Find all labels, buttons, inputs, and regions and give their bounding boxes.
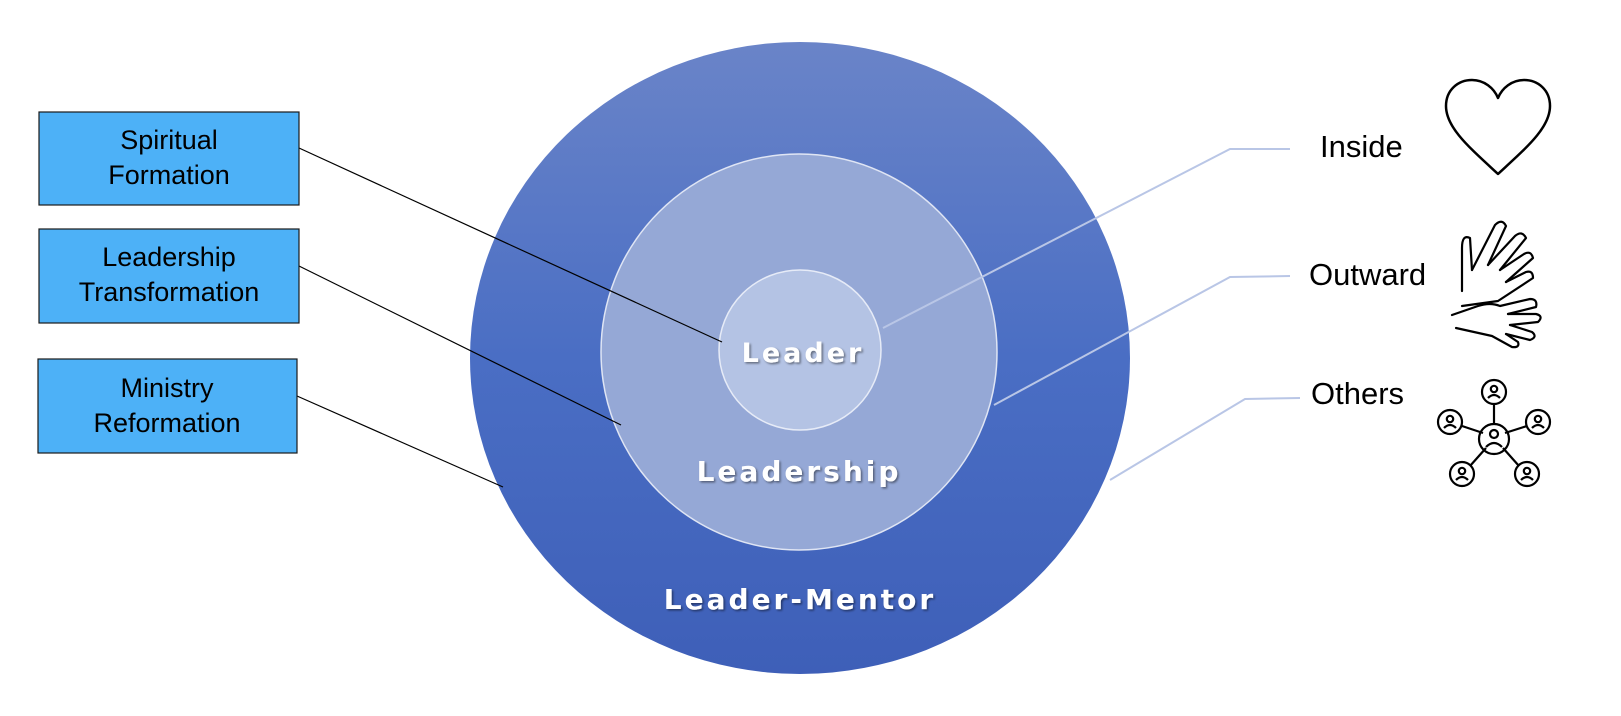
concentric-circles: Leader Leadership Leader-Mentor [470, 42, 1130, 674]
box-ministry-reformation-line1: Ministry [121, 373, 214, 403]
hands-icon [1450, 220, 1542, 349]
box-leadership-transformation: Leadership Transformation [38, 228, 300, 324]
right-connectors [882, 148, 1301, 481]
connector-others [1109, 397, 1301, 481]
connector-ministry-reformation [296, 395, 504, 488]
network-icon [1436, 378, 1552, 488]
label-inside: Inside [1320, 129, 1403, 164]
connector-outward [993, 275, 1291, 406]
left-connectors [296, 147, 723, 488]
heart-icon [1444, 78, 1552, 176]
label-others: Others [1311, 376, 1404, 411]
box-leadership-transformation-line2: Transformation [79, 277, 260, 307]
connector-spiritual-formation [298, 147, 723, 343]
box-ministry-reformation: Ministry Reformation [37, 358, 298, 454]
connector-leadership-transformation [298, 265, 622, 426]
box-spiritual-formation: Spiritual Formation [38, 111, 300, 206]
inner-circle-label: Leader [742, 338, 865, 369]
connector-inside [882, 148, 1290, 329]
right-labels: Inside Outward Others [1309, 129, 1426, 411]
outer-circle-label: Leader-Mentor [664, 583, 936, 616]
middle-circle-label: Leadership [697, 455, 902, 488]
box-spiritual-formation-line1: Spiritual [120, 125, 218, 155]
box-spiritual-formation-line2: Formation [108, 160, 230, 190]
box-leadership-transformation-line1: Leadership [102, 242, 236, 272]
inner-circle-leader [718, 269, 882, 431]
left-boxes: Spiritual Formation Leadership Transform… [37, 111, 300, 454]
box-ministry-reformation-line2: Reformation [93, 408, 240, 438]
label-outward: Outward [1309, 257, 1426, 292]
